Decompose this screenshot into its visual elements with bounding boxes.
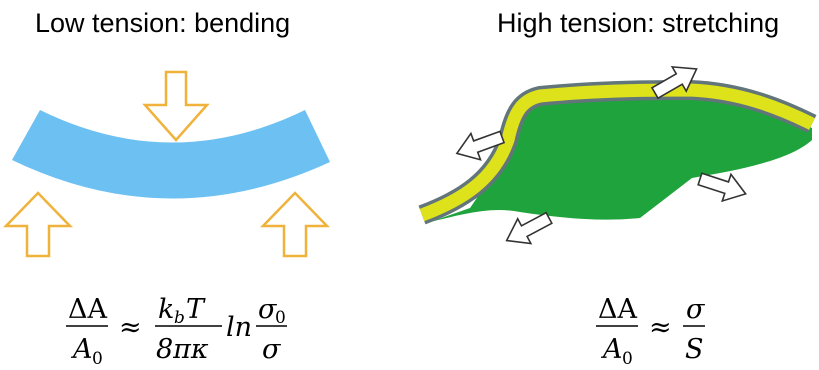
- formula-8pikappa: 8πκ: [156, 334, 209, 365]
- formula-a: A: [600, 334, 623, 365]
- sheet-surface: [430, 93, 812, 222]
- stretching-formula: ΔA A 0 ≈ σ S: [596, 294, 706, 369]
- approx-sign: ≈: [649, 312, 672, 343]
- approx-sign: ≈: [119, 312, 142, 343]
- formula-delta-a: ΔA: [68, 294, 107, 325]
- formula-delta-a: ΔA: [598, 294, 637, 325]
- formula-a: A: [70, 334, 93, 365]
- formula-t: T: [186, 294, 206, 325]
- stretching-sheet: [422, 90, 812, 222]
- up-arrow-right-icon: [263, 193, 327, 256]
- down-arrow-icon: [145, 72, 207, 140]
- formula-a-sub: 0: [92, 349, 103, 369]
- formula-a-sub: 0: [622, 349, 633, 369]
- formula-k: k: [158, 294, 174, 325]
- up-arrow-left-icon: [6, 193, 70, 256]
- bending-formula: ΔA A 0 ≈ k b T 8πκ ln σ 0 σ: [66, 294, 287, 369]
- formula-sigma0-sub: 0: [275, 308, 286, 328]
- formula-ln: ln: [226, 312, 252, 343]
- formula-k-sub: b: [174, 308, 185, 328]
- formula-s: S: [685, 334, 704, 365]
- formula-sigma: σ: [262, 334, 282, 365]
- formula-sigma: σ: [686, 294, 706, 325]
